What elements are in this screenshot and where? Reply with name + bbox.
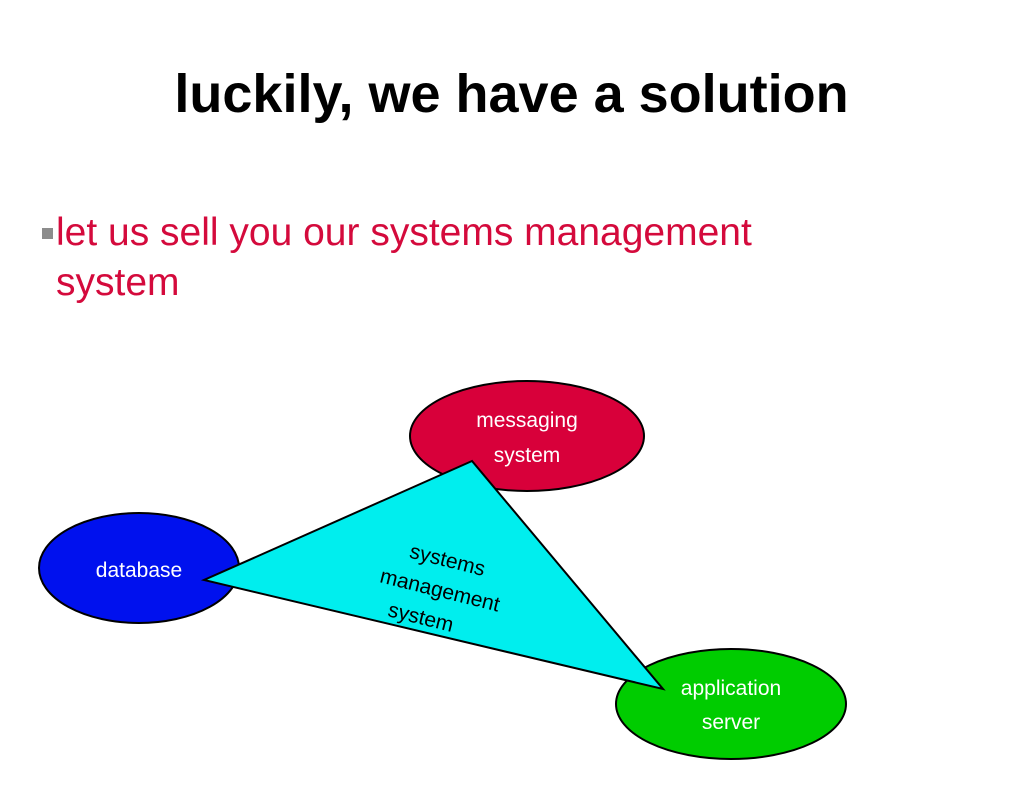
bullet-list: let us sell you our systems management s… [40, 208, 900, 308]
messaging-system-label-line-1: messaging [476, 409, 578, 432]
bullet-item: let us sell you our systems management s… [40, 208, 900, 308]
database-label: database [96, 559, 182, 582]
application-server-label-line-1: application [681, 677, 781, 700]
application-server-node: application server [615, 648, 847, 760]
systems-management-triangle [200, 459, 666, 691]
bullet-line-2: system [56, 261, 180, 304]
database-node: database [38, 512, 240, 624]
square-bullet-icon [42, 228, 53, 239]
application-server-label-line-2: server [702, 711, 760, 734]
messaging-system-label-line-2: system [494, 444, 561, 467]
messaging-system-node: messaging system [409, 380, 645, 492]
application-server-ellipse [615, 648, 847, 760]
systems-management-hub: systems management system [200, 459, 666, 691]
slide-title: luckily, we have a solution [174, 64, 849, 124]
bullet-line-1: let us sell you our systems management [56, 211, 752, 254]
